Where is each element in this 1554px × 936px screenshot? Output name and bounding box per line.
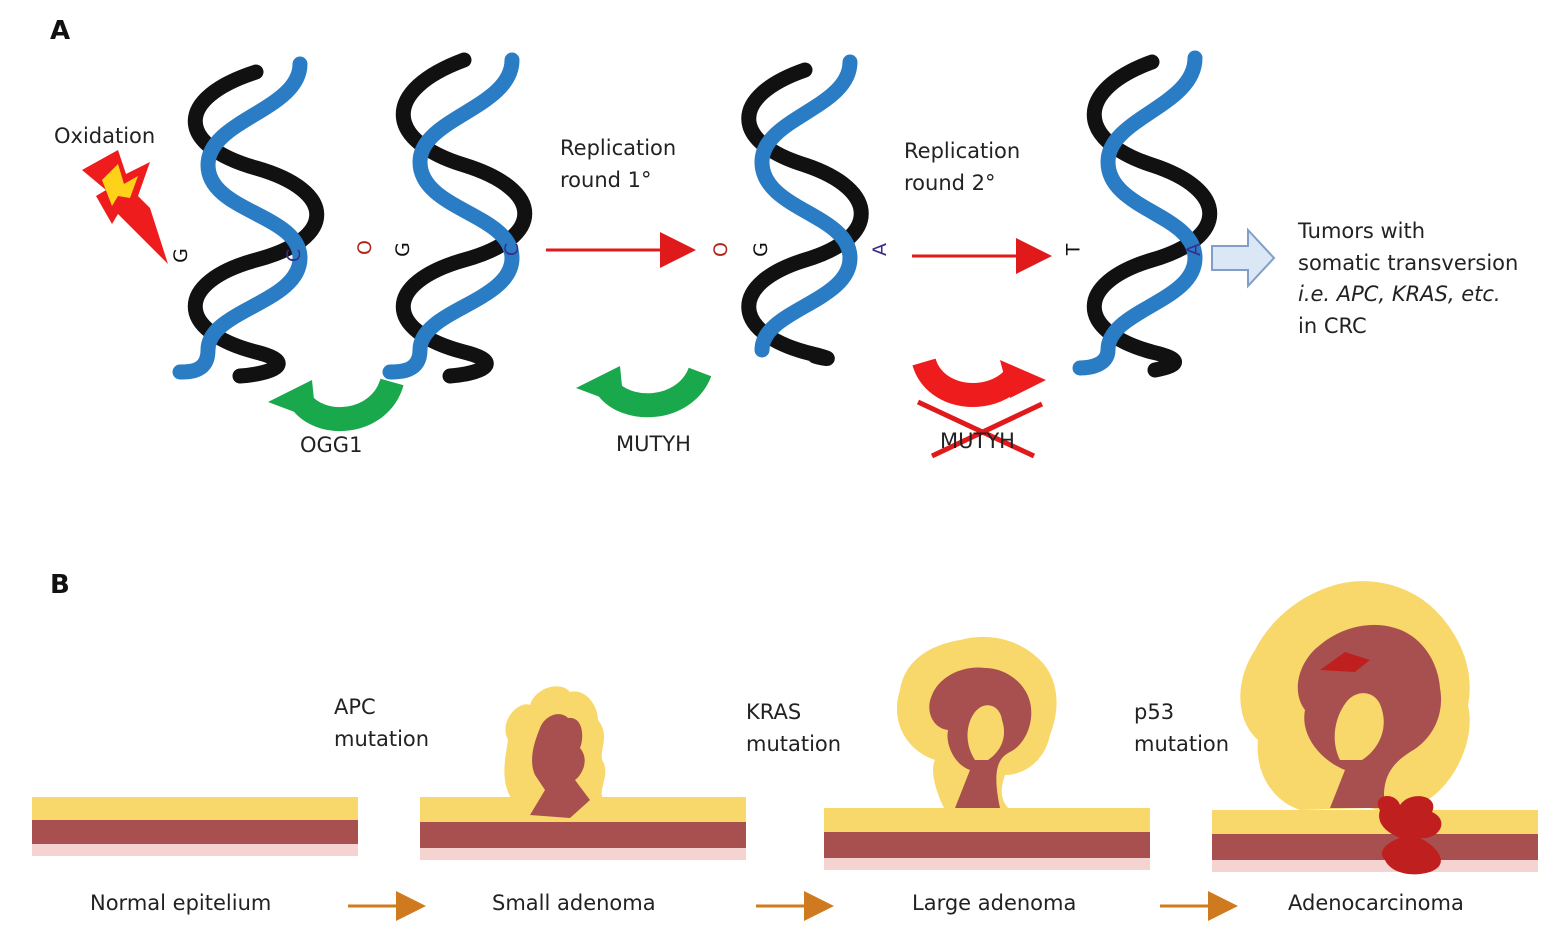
p53-mutation-label: p53 mutation [1134, 697, 1229, 760]
tissue-large-adenoma [824, 636, 1150, 870]
base-helix1-right: C [283, 248, 306, 263]
replication-2-label: Replication round 2° [904, 136, 1020, 199]
ogg1-curve-arrow [268, 377, 404, 432]
ogg1-label: OGG1 [300, 433, 363, 457]
mutyh-label: MUTYH [616, 432, 691, 456]
tissue-small-adenoma [420, 686, 746, 860]
helix-3 [741, 54, 869, 366]
lightning-icon [82, 150, 168, 264]
tissue-adenocarcinoma [1212, 581, 1538, 875]
base-helix2-right: C [501, 242, 524, 257]
base-helix3-left-g: G [749, 242, 772, 257]
kras-label: KRAS [746, 700, 802, 724]
tumors-line3: i.e. APC, KRAS, etc. [1298, 282, 1501, 306]
base-helix3-right: A [869, 243, 891, 256]
helix-1 [172, 56, 324, 384]
tumors-arrow [1211, 227, 1276, 289]
kras-mutation-label: KRAS mutation [746, 697, 841, 760]
panel-b-label: B [50, 570, 70, 600]
tumors-line2: somatic transversion [1298, 250, 1519, 275]
helix-2 [382, 52, 532, 384]
tumors-line1: Tumors with [1298, 219, 1426, 243]
replication-2-line2: round 2° [904, 170, 996, 195]
tumors-line4: in CRC [1298, 313, 1367, 338]
tumors-label: Tumors with somatic transversion i.e. AP… [1298, 216, 1518, 342]
mutyh-crossed-curve-arrow [912, 357, 1046, 459]
tissue-normal [32, 797, 358, 856]
base-helix4-right: A [1183, 243, 1205, 256]
apc-label: APC [334, 695, 376, 719]
stage-small-adenoma-label: Small adenoma [492, 891, 656, 915]
stage-adenocarcinoma-label: Adenocarcinoma [1288, 891, 1464, 915]
helix-4 [1072, 50, 1217, 378]
base-helix3-left-o: O [709, 242, 732, 257]
stage-large-adenoma-label: Large adenoma [912, 891, 1077, 915]
mutyh-crossed-label: MUTYH [940, 429, 1015, 453]
base-helix2-left-o: O [353, 240, 376, 255]
apc-mutation-word: mutation [334, 726, 430, 751]
replication-2-line1: Replication [904, 139, 1021, 163]
kras-mutation-word: mutation [746, 731, 842, 756]
p53-label: p53 [1134, 700, 1175, 724]
apc-mutation-label: APC mutation [334, 692, 429, 755]
stage-normal-label: Normal epitelium [90, 891, 272, 915]
replication-1-label: Replication round 1° [560, 133, 676, 196]
base-helix4-left: T [1062, 243, 1085, 256]
p53-mutation-word: mutation [1134, 731, 1230, 756]
oxidation-label: Oxidation [54, 124, 156, 148]
replication-1-line1: Replication [560, 136, 677, 160]
mutyh-curve-arrow [576, 366, 712, 418]
replication-1-line2: round 1° [560, 167, 652, 192]
base-helix2-left-g: G [391, 242, 414, 257]
panel-a-label: A [50, 16, 71, 46]
base-helix1-left: G [169, 248, 192, 263]
